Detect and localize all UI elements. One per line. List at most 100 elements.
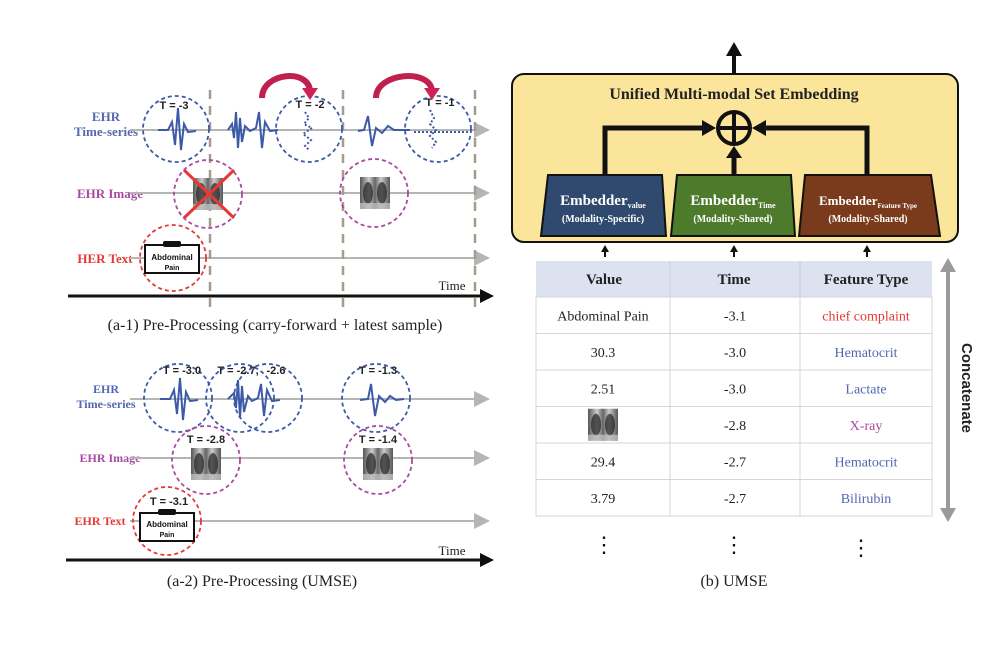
table-cell-value: Abdominal Pain	[557, 309, 648, 324]
a1-waveform-carried	[414, 109, 470, 149]
table-cell-feature-type: Lactate	[845, 382, 886, 397]
a2-time-label: Time	[439, 543, 466, 558]
embedder-feature-desc: (Modality-Shared)	[828, 214, 907, 225]
a1-caption: (a-1) Pre-Processing (carry-forward + la…	[108, 317, 443, 334]
table-header-time: Time	[717, 272, 750, 288]
a2-image-marker-2: T = -1.4	[359, 434, 398, 446]
a2-ts-label-1: EHR	[93, 382, 119, 396]
a2-ts-sample-circle	[143, 363, 213, 433]
a1-waveform-carried	[301, 111, 314, 151]
a1-ts-marker-1: T = -3	[159, 100, 188, 112]
table-cell-value: 2.51	[591, 382, 616, 397]
table-row-bg	[535, 442, 933, 480]
embedder-value-block	[539, 174, 668, 237]
a1-text-sample-circle	[139, 224, 207, 292]
table-cell-feature-type: Hematocrit	[835, 346, 898, 361]
embedder-time-block	[669, 174, 797, 237]
a2-image-sample-circle	[171, 425, 241, 495]
table-cell-feature-type: Bilirubin	[841, 492, 892, 507]
a1-ts-label-1: EHR	[92, 109, 121, 124]
carry-forward-arrowhead	[302, 88, 318, 100]
table-cell-time: -2.7	[724, 455, 746, 470]
output-arrowhead	[726, 42, 742, 56]
table-row-bg	[535, 296, 933, 334]
a1-ts-marker-3: T = -1	[425, 97, 454, 109]
embedder-time-title: EmbedderTime	[690, 193, 776, 210]
a1-ts-label-2: Time-series	[74, 124, 138, 139]
concatenate-label: Concatenate	[958, 343, 975, 433]
carry-forward-arrow	[373, 73, 435, 99]
embedder-time-arrowhead	[726, 146, 742, 158]
table-cell-value: 30.3	[591, 346, 616, 361]
a2-ts-marker-4: T = -1.3	[359, 365, 397, 377]
a1-time-label: Time	[439, 278, 466, 293]
a1-note-text-1: Abdominal	[151, 253, 192, 262]
input-arrowhead	[601, 245, 609, 252]
carry-forward-arrowhead	[424, 88, 440, 100]
value-column-ellipsis: ⋮	[593, 532, 615, 557]
a1-ts-sample-circle	[142, 95, 210, 163]
a1-waveform	[357, 115, 410, 147]
concatenate-arrowhead-up	[940, 258, 956, 272]
a1-note-text-2: Pain	[165, 265, 180, 272]
a2-time-axis-arrowhead	[480, 553, 494, 567]
a2-image-marker-1: T = -2.8	[187, 434, 225, 446]
table-cell-feature-type: chief complaint	[822, 309, 910, 324]
input-arrowhead	[863, 245, 871, 252]
umse-box-title: Unified Multi-modal Set Embedding	[609, 86, 858, 103]
a1-ts-marker-2: T = -2	[295, 99, 324, 111]
table-cell-time: -2.8	[724, 419, 746, 434]
a2-text-sample-circle	[132, 486, 202, 556]
table-cell-value: 29.4	[591, 455, 616, 470]
a2-image-sample-circle	[343, 425, 413, 495]
panel-a1: EHR Time-series EHR Image HER Text Time …	[68, 73, 494, 334]
concatenate-arrowhead-down	[940, 508, 956, 522]
embedder-value-title: Embeddervalue	[560, 193, 646, 210]
a2-waveform	[227, 379, 281, 419]
table-cell-feature-type: X-ray	[850, 419, 883, 434]
a1-time-axis-arrowhead	[480, 289, 494, 303]
a2-image-label: EHR Image	[80, 451, 142, 465]
table-cell-time: -3.0	[724, 346, 746, 361]
feature-column-ellipsis: ⋮	[850, 535, 872, 560]
a2-ts-marker-1: T = -3.0	[163, 365, 201, 377]
a2-caption: (a-2) Pre-Processing (UMSE)	[167, 573, 357, 590]
a1-image-sample-circle	[173, 159, 243, 229]
embedder-feature-title: EmbedderFeature Type	[819, 193, 917, 210]
carry-forward-arrow	[259, 73, 313, 99]
xray-thumbnail	[191, 448, 221, 480]
input-arrowhead	[730, 245, 738, 252]
embedder-feature-arrowhead	[752, 120, 766, 136]
a2-ts-sample-circle	[205, 363, 275, 433]
a2-ts-marker-3: -2.6	[267, 365, 286, 377]
a1-text-label: HER Text	[77, 251, 133, 266]
table-row-bg	[535, 479, 933, 517]
a2-text-marker: T = -3.1	[150, 496, 188, 508]
table-header-feature-type: Feature Type	[824, 272, 909, 288]
table-row-bg	[535, 333, 933, 371]
embedder-feature-connector	[762, 125, 870, 175]
panel-a2: EHR Time-series EHR Image EHR Text Time …	[66, 363, 494, 590]
embedder-value-arrowhead	[702, 120, 716, 136]
table-header-value: Value	[586, 272, 622, 288]
a1-ts-sample-circle	[404, 95, 472, 163]
feature-table: Value Time Feature Type	[536, 261, 932, 297]
panel-b-caption: (b) UMSE	[700, 573, 767, 590]
embedder-time-desc: (Modality-Shared)	[693, 214, 772, 225]
a1-image-sample-circle	[339, 158, 409, 228]
embedder-value-desc: (Modality-Specific)	[562, 214, 644, 225]
a2-ts-sample-circle	[341, 363, 411, 433]
xray-thumbnail	[360, 177, 390, 209]
a1-waveform	[227, 111, 279, 149]
table-row: -2.8 X-ray	[535, 406, 933, 444]
a2-note-text-1: Abdominal	[146, 520, 187, 529]
embedder-value-connector	[602, 125, 706, 175]
a2-waveform	[359, 383, 405, 417]
table-cell-value: 3.79	[591, 492, 616, 507]
xray-thumbnail	[363, 448, 393, 480]
